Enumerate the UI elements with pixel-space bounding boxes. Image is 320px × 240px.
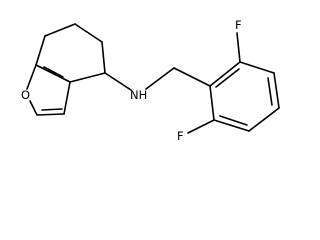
bond-c5-c6 [74,23,103,43]
bond-c3a-c7a-inner [43,66,64,78]
fluorine-bottom-label: F [177,129,184,143]
bond-n-ch2 [145,67,175,90]
bond-ar5-ar6-inner [219,115,248,126]
bond-o-c2 [29,100,38,116]
bond-ar2-ar3 [239,61,275,74]
bond-ar1-ar2-inner [215,68,240,88]
bond-c4-c5 [101,41,106,74]
bond-ar6-ar1 [209,85,215,121]
bond-ch2-ar [173,67,211,87]
bond-c7a-c3a [35,64,71,83]
bond-c2-c3 [36,113,65,116]
bond-ar1-ar2 [209,61,241,87]
bond-c3-c3a [63,81,71,115]
amine-linker [104,67,211,91]
amine-label: NH [130,88,147,102]
bond-ar6-f [187,119,215,134]
bond-ar3-ar4 [273,72,280,109]
bond-c7-c7a [35,35,46,66]
bond-c7a-o [26,64,37,90]
bond-c4-n [104,72,132,91]
molecule-structure: O NH F F [21,18,280,143]
bond-ar3-ar4-inner [267,77,273,106]
fluorine-top-label: F [235,18,242,32]
bond-ar5-ar6 [213,119,250,132]
fluorine-substituents [187,32,241,134]
oxygen-label: O [21,88,30,102]
bond-ar4-ar5 [248,107,280,132]
cyclohexene-ring [35,23,106,83]
bond-ar2-f [236,32,241,63]
benzene-ring [209,61,280,132]
bond-c6-c7 [44,23,76,37]
furan-ring [26,64,71,116]
bond-c3a-c4 [69,72,106,83]
bond-c2-c3-inner [41,108,63,111]
